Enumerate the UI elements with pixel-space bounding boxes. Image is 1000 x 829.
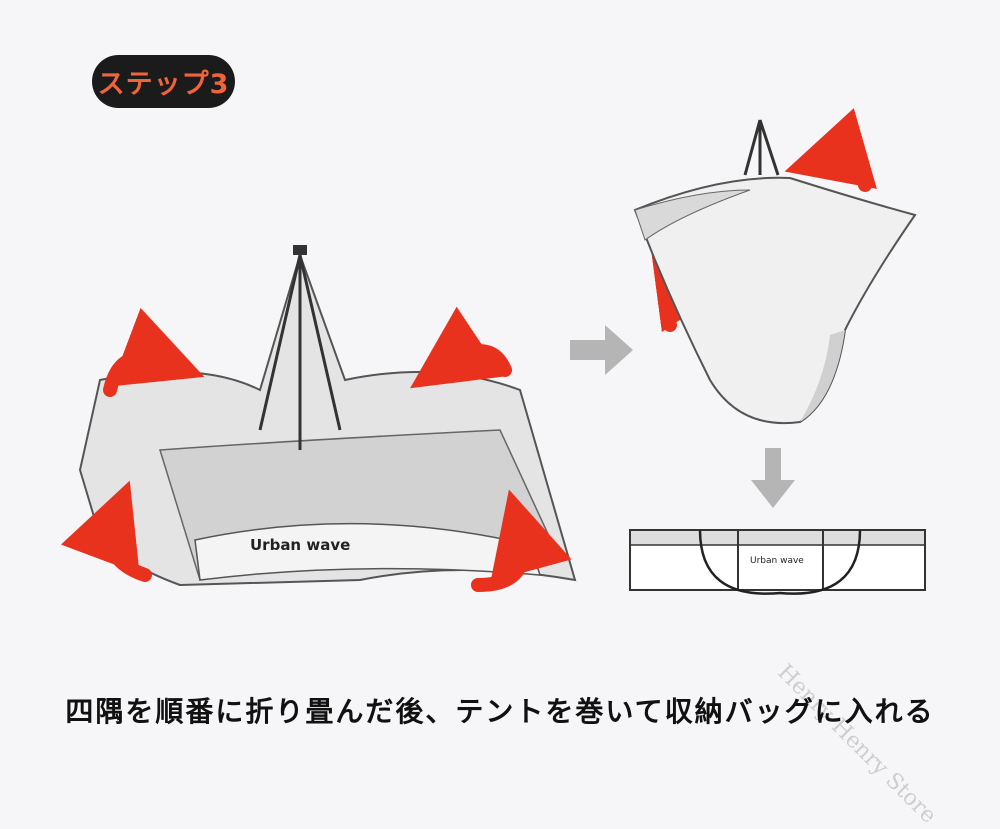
red-arrow-icon (410, 306, 512, 389)
red-arrow-icon (103, 307, 205, 397)
storage-bag-drawing: Urban wave (629, 529, 926, 595)
grey-right-arrow-icon (570, 325, 633, 375)
step-badge: ステップ3 (92, 55, 235, 108)
red-arrow-icon (60, 480, 152, 582)
tent-folding-drawing: Urban wave (78, 245, 577, 587)
brand-label-large: Urban wave (250, 536, 350, 554)
folding-illustration: Urban wave Urban wave (60, 108, 926, 595)
red-arrow-icon (784, 108, 877, 192)
brand-label-bag: Urban wave (750, 556, 804, 566)
instruction-caption: 四隅を順番に折り畳んだ後、テントを巻いて収納バッグに入れる (65, 695, 935, 728)
folded-tent-drawing (633, 119, 917, 424)
grey-down-arrow-icon (751, 448, 795, 508)
red-arrow-icon (471, 489, 572, 592)
